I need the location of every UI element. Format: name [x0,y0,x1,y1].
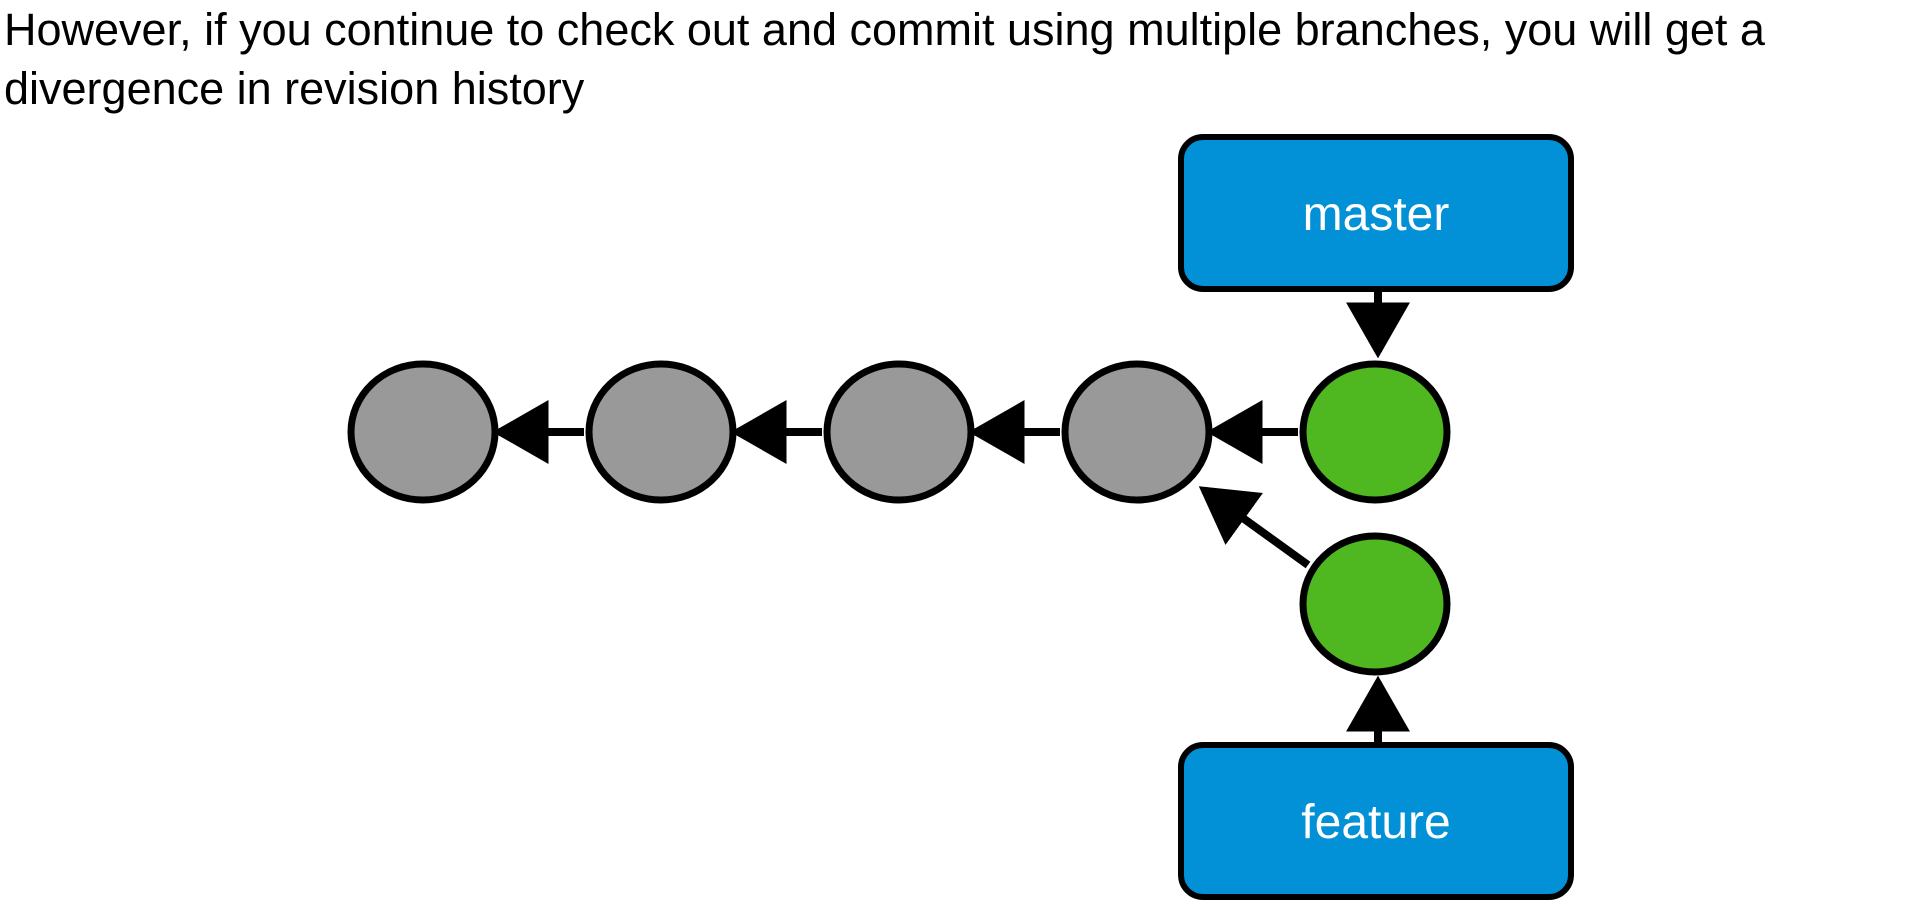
commit-node-master-head [1299,360,1451,504]
caption-line-2: divergence in revision history [4,63,585,114]
master-branch-box [1178,134,1574,292]
commit-node-feature-head [1299,532,1451,676]
commit-node [823,360,975,504]
feature-branch-box [1178,742,1574,900]
master-branch-label: master [1303,188,1450,241]
commit-node [585,360,737,504]
commit-arrow-diverge [1198,486,1311,569]
caption-line-1: However, if you continue to check out an… [4,4,1765,55]
commit-node [347,360,499,504]
feature-branch-label: feature [1301,796,1450,849]
commit-node-base [1061,360,1213,504]
slide-caption: However, if you continue to check out an… [4,0,1914,118]
